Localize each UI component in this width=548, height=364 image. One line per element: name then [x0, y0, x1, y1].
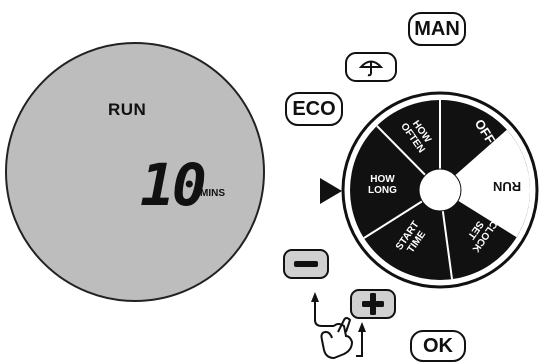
eco-button[interactable]: ECO — [285, 92, 343, 126]
plus-button[interactable] — [350, 289, 396, 319]
dial-run-segment[interactable] — [440, 130, 530, 238]
minus-button[interactable] — [283, 249, 329, 279]
dial-off-segment[interactable] — [440, 100, 508, 190]
ok-button[interactable]: OK — [410, 330, 466, 362]
umbrella-icon — [359, 60, 383, 77]
dial-hub — [418, 168, 462, 212]
hand-press-icon — [311, 292, 366, 360]
plus-icon — [362, 293, 384, 315]
lcd-mode-label: RUN — [108, 100, 147, 119]
dial-pointer-icon — [320, 178, 342, 204]
lcd-value: 10 — [140, 151, 207, 219]
lcd-unit: MINS — [200, 188, 225, 199]
dial-label-run: RUN — [493, 179, 522, 194]
minus-icon — [294, 261, 318, 267]
rain-delay-button[interactable] — [345, 52, 397, 82]
mode-dial[interactable] — [340, 90, 540, 290]
lcd-display — [5, 42, 265, 302]
dial-label-how-long: HOW LONG — [368, 174, 397, 196]
man-button[interactable]: MAN — [408, 12, 466, 46]
